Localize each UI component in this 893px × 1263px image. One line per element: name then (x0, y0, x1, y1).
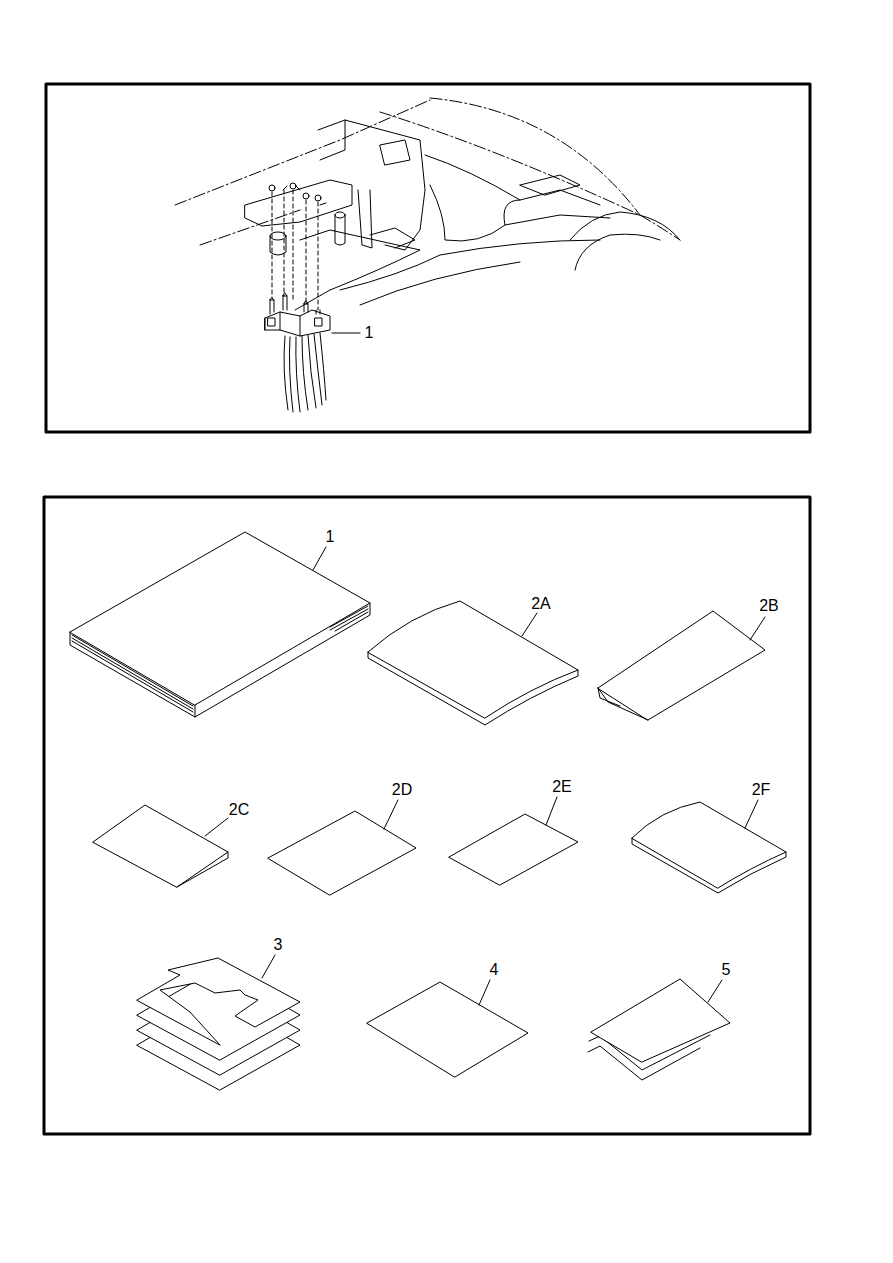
sheet (367, 982, 528, 1077)
booklet (632, 802, 786, 893)
leader-line (313, 547, 326, 570)
manual-book (70, 532, 370, 717)
callout-number: 2A (531, 596, 551, 612)
callout-number: 2C (229, 802, 249, 818)
callout-number: 1 (326, 529, 335, 545)
leader-line (384, 800, 398, 829)
folded-leaflet (598, 611, 765, 720)
leader-line (750, 617, 765, 640)
callout-number: 5 (722, 962, 731, 978)
leader-line (332, 333, 360, 334)
leader-line (546, 797, 557, 825)
leader-line (708, 980, 722, 1002)
folded-leaflet (93, 805, 228, 887)
panel-frame (44, 497, 810, 1134)
callout-number: 2B (759, 598, 779, 614)
leader-line (522, 613, 537, 636)
callout-number: 4 (490, 962, 499, 978)
body-outline (175, 98, 680, 245)
folded-sheets (588, 979, 730, 1080)
leader-line (205, 818, 228, 836)
sheet (449, 814, 578, 885)
callout-number: 1 (365, 325, 374, 341)
callout-number: 2D (392, 782, 412, 798)
leader-line (479, 980, 490, 1005)
callout-number: 2F (752, 782, 771, 798)
callout-number: 2E (552, 779, 572, 795)
mounting-bracket (245, 120, 680, 310)
callout-number: 3 (274, 937, 283, 953)
sheet-stack (137, 958, 300, 1090)
alignment-lines (272, 190, 318, 310)
sheet (268, 811, 416, 895)
leader-line (262, 955, 275, 978)
booklet (368, 601, 578, 725)
leader-line (745, 800, 758, 828)
panel-frame (46, 84, 810, 432)
connector-harness (265, 293, 330, 412)
